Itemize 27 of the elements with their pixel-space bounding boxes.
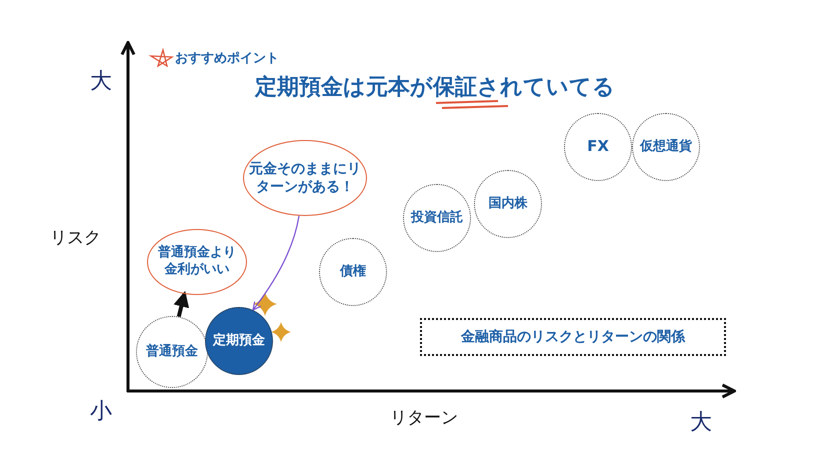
dotted-circle (632, 113, 700, 181)
axis-label: 小 (90, 398, 112, 426)
callout-oval (147, 229, 247, 295)
node-text: 国内株 (488, 196, 528, 212)
tag-text: おすすめポイント (175, 50, 279, 67)
axis-label: リスク (50, 227, 101, 249)
arrow (252, 216, 300, 311)
dotted-circle (564, 113, 632, 181)
axis-label: 大 (690, 409, 712, 437)
arrow (174, 290, 190, 318)
dotted-circle (474, 170, 542, 238)
dotted-circle (403, 184, 471, 252)
callout-oval (243, 140, 367, 216)
dotted-box (420, 318, 726, 356)
node-text: 債権 (340, 264, 366, 280)
node-text: 普通預金より金利がいい (157, 245, 237, 279)
axis-label: リターン (390, 407, 458, 429)
node-text: 普通預金 (146, 344, 198, 360)
dotted-circle (319, 238, 387, 306)
node-text: 定期預金 (213, 332, 265, 350)
node-text: 元金そのままにリターンがある！ (249, 160, 361, 196)
axis-label: 大 (90, 68, 112, 96)
node-text: 仮想通貨 (640, 138, 692, 156)
node-text: FX (587, 137, 609, 157)
node-text: 金融商品のリスクとリターンの関係 (461, 328, 685, 346)
node-text: 投資信託 (411, 210, 463, 226)
title: 定期預金は元本が保証されていてる (255, 74, 615, 102)
